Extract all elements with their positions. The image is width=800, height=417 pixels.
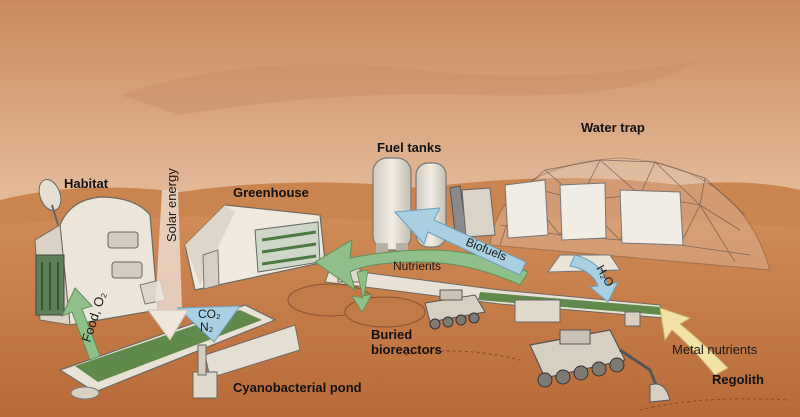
regolith-label: Regolith [712,372,764,387]
habitat [34,196,166,326]
metal-nutrients-arrow [659,307,729,376]
greenhouse [184,204,326,291]
co2-n2-arrow [176,305,242,343]
metal-nutrients-label: Metal nutrients [672,342,758,357]
rover-tracks [404,350,521,361]
co2-label: CO₂ [198,307,221,321]
buried-bioreactors-label-line1: Buried [371,327,412,342]
h2o-arrow [569,254,619,303]
biofuels-arrow [393,207,527,276]
nutrients-arrow [314,239,529,292]
fuel-tanks-label: Fuel tanks [377,140,441,155]
rover-tracks [639,398,791,411]
satellite-dish-icon [38,179,62,226]
habitat-label: Habitat [64,176,109,191]
bioreactor-channel [324,267,666,327]
rover-icon [424,289,486,330]
geodesic-dome-icon [489,157,771,273]
solar-energy-beam [155,190,182,310]
cloud [120,60,700,115]
solar-energy-arrow [147,309,189,341]
greenhouse-label: Greenhouse [233,185,309,200]
cyanobacterial-pond-label: Cyanobacterial pond [233,380,362,395]
fuel-tanks [372,157,447,253]
water-trap-label: Water trap [581,120,645,135]
solar-energy-label: Solar energy [164,168,179,242]
buried-bioreactors-label-line2: bioreactors [371,342,442,357]
bioreactor-arrow [351,269,373,313]
nutrients-label: Nutrients [393,259,441,273]
rover-icon [529,329,671,403]
solar-panels [449,185,496,241]
food-o2-arrow [61,287,101,361]
n2-label: N₂ [200,320,214,334]
